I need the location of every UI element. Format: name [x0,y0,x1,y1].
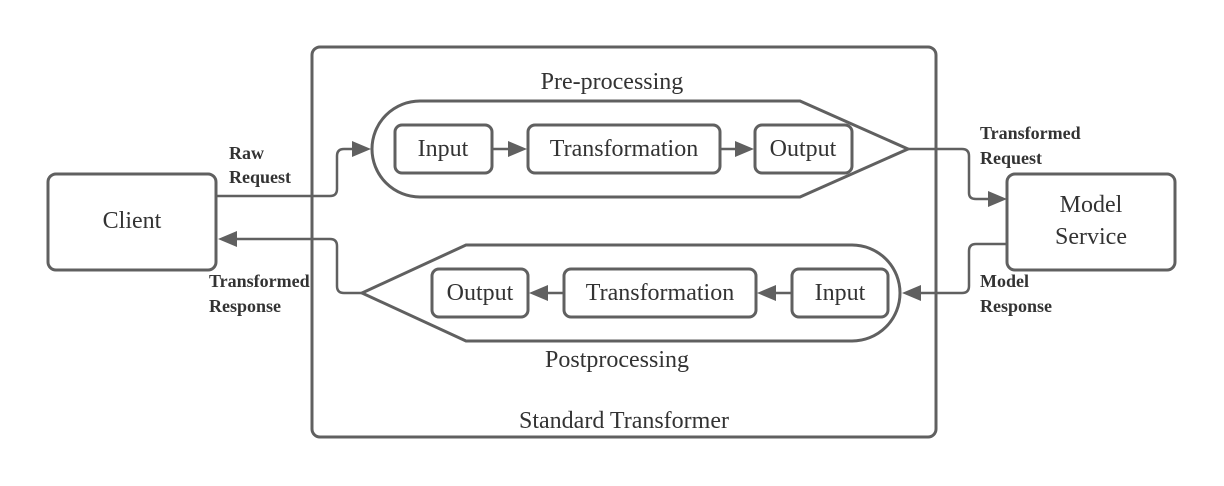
model-service-label-line1: Model [1060,192,1123,218]
arrowhead-raw-request [352,141,371,157]
connector-transformed-response [237,237,362,295]
arrowhead-model-response [902,285,921,301]
preprocessing-label: Pre-processing [541,69,684,95]
client-box [46,172,218,272]
preprocessing-transformation-label: Transformation [550,136,698,162]
arrowhead-pre-transformation-to-output [735,141,754,157]
preprocessing-input-label: Input [418,136,469,162]
postprocessing-output-label: Output [447,280,514,306]
raw-request-label-line1: Raw [229,143,264,163]
postprocessing-label: Postprocessing [545,347,689,373]
postprocessing-transformation-label: Transformation [586,280,734,306]
transformed-response-label-line1: Transformed [209,271,310,291]
arrowhead-post-transformation-to-output [529,285,548,301]
standard-transformer-label: Standard Transformer [519,408,729,434]
postprocessing-input-label: Input [815,280,866,306]
arrowhead-transformed-request [988,191,1007,207]
client-label: Client [103,208,162,234]
preprocessing-output-box [753,123,854,175]
connector-model-response [921,242,1007,295]
connector-transformed-request [908,147,988,201]
model-response-label-line2: Response [980,296,1052,316]
connector-raw-request [216,147,352,198]
transformed-response-label-line2: Response [209,296,281,316]
standard-transformer-container [310,45,938,439]
postprocessing-output-box [430,267,530,319]
model-service-box [1005,172,1177,272]
model-response-label-line1: Model [980,271,1029,291]
arrowhead-transformed-response [218,231,237,247]
model-service-label-line2: Service [1055,224,1127,250]
transformed-request-label-line2: Request [980,148,1042,168]
arrowhead-pre-input-to-transformation [508,141,527,157]
arrowhead-post-input-to-transformation [757,285,776,301]
preprocessing-output-label: Output [770,136,837,162]
raw-request-label-line2: Request [229,167,291,187]
transformed-request-label-line1: Transformed [980,123,1081,143]
